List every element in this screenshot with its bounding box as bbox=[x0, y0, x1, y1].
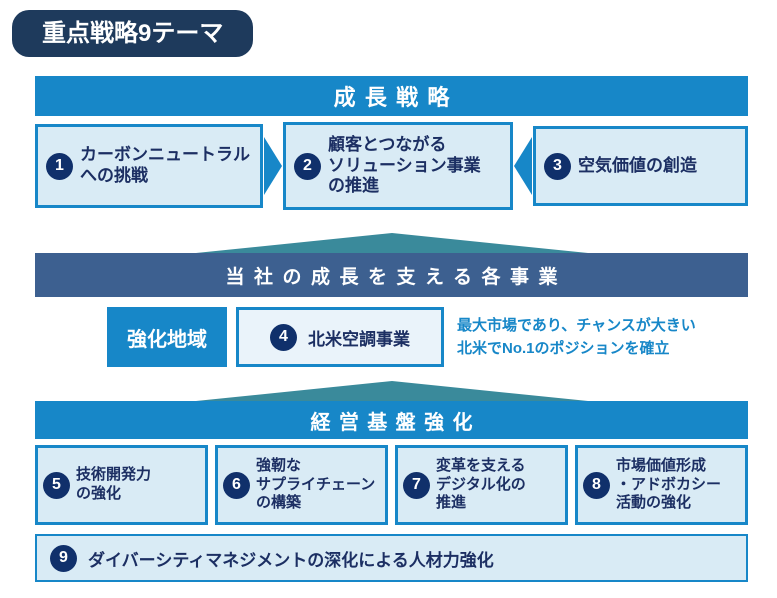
strategy-box-7: 7 変革を支える デジタル化の 推進 bbox=[395, 445, 568, 525]
strategy-box-2-label: 顧客とつながる ソリューション事業 の推進 bbox=[328, 134, 481, 196]
connector-slot bbox=[513, 137, 533, 195]
number-badge-4: 4 bbox=[270, 323, 297, 351]
foundation-items-row: 5 技術開発力 の強化 6 強靭な サプライチェーン の構築 7 変革を支える … bbox=[35, 445, 748, 525]
strategy-box-4-label: 北米空調事業 bbox=[308, 329, 410, 349]
strategy-box-9: 9 ダイバーシティマネジメントの深化による人材力強化 bbox=[35, 534, 748, 582]
page-title-badge: 重点戦略9テーマ bbox=[12, 10, 254, 57]
strategy-box-6-label: 強靭な サプライチェーン の構築 bbox=[256, 456, 376, 512]
strategy-box-7-label: 変革を支える デジタル化の 推進 bbox=[436, 456, 526, 512]
up-triangle-icon bbox=[195, 233, 588, 253]
business-note: 最大市場であり、チャンスが大きい 北米でNo.1のポジションを確立 bbox=[457, 316, 696, 357]
strategy-box-5: 5 技術開発力 の強化 bbox=[35, 445, 208, 525]
page-title: 重点戦略9テーマ bbox=[42, 20, 224, 47]
strategy-diagram: 成長戦略 1 カーボンニュートラル への挑戦 2 顧客とつながる ソリューション… bbox=[35, 76, 748, 582]
business-section-bar: 当社の成長を支える各事業 bbox=[35, 253, 748, 297]
strategy-box-6: 6 強靭な サプライチェーン の構築 bbox=[215, 445, 388, 525]
growth-section-title: 成長戦略 bbox=[333, 85, 459, 110]
number-badge-1: 1 bbox=[46, 152, 73, 180]
number-badge-7: 7 bbox=[403, 471, 430, 499]
foundation-section-title: 経営基盤強化 bbox=[310, 411, 481, 434]
strategy-box-3-label: 空気価値の創造 bbox=[578, 155, 697, 175]
up-triangle-icon bbox=[195, 381, 588, 401]
strategy-box-1: 1 カーボンニュートラル への挑戦 bbox=[35, 124, 263, 208]
connector-slot bbox=[263, 137, 283, 195]
strategy-box-8-label: 市場価値形成 ・アドボカシー 活動の強化 bbox=[616, 456, 722, 512]
growth-section-header: 成長戦略 bbox=[35, 76, 748, 116]
arrow-right-icon bbox=[264, 137, 282, 195]
arrow-left-icon bbox=[514, 137, 532, 195]
strategy-box-8: 8 市場価値形成 ・アドボカシー 活動の強化 bbox=[575, 445, 748, 525]
growth-items-row: 1 カーボンニュートラル への挑戦 2 顧客とつながる ソリューション事業 の推… bbox=[35, 122, 748, 210]
business-section-title: 当社の成長を支える各事業 bbox=[225, 266, 567, 288]
strategy-box-4: 4 北米空調事業 bbox=[236, 307, 444, 367]
region-tag-label: 強化地域 bbox=[127, 328, 207, 351]
strategy-box-2: 2 顧客とつながる ソリューション事業 の推進 bbox=[283, 122, 513, 210]
foundation-section-header: 経営基盤強化 bbox=[35, 401, 748, 439]
strategy-box-5-label: 技術開発力 の強化 bbox=[76, 466, 152, 502]
business-items-row: 強化地域 4 北米空調事業 最大市場であり、チャンスが大きい 北米でNo.1のポ… bbox=[35, 307, 748, 367]
number-badge-3: 3 bbox=[544, 152, 571, 180]
strategy-box-1-label: カーボンニュートラル への挑戦 bbox=[80, 145, 250, 185]
number-badge-2: 2 bbox=[294, 152, 321, 180]
number-badge-5: 5 bbox=[43, 471, 70, 499]
number-badge-9: 9 bbox=[50, 544, 77, 572]
strategy-box-3: 3 空気価値の創造 bbox=[533, 126, 748, 206]
region-tag: 強化地域 bbox=[107, 307, 227, 367]
number-badge-6: 6 bbox=[223, 471, 250, 499]
number-badge-8: 8 bbox=[583, 471, 610, 499]
strategy-box-9-label: ダイバーシティマネジメントの深化による人材力強化 bbox=[88, 550, 494, 570]
